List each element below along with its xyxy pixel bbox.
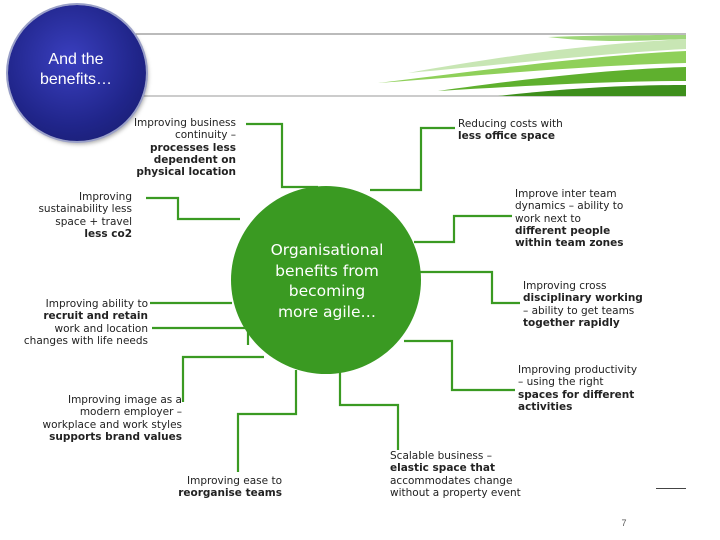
benefit-line: dynamics – ability to xyxy=(515,200,624,213)
footer-rule xyxy=(656,488,686,489)
benefit-productivity: Improving productivity – using the right… xyxy=(518,364,642,413)
connector-scalable xyxy=(338,372,400,450)
connector-business-continuity xyxy=(246,122,318,189)
benefit-line: Improving ability to xyxy=(45,298,148,310)
center-label: Organisational benefits from becoming mo… xyxy=(252,240,402,322)
benefit-cross-disciplinary: Improving cross disciplinary working – a… xyxy=(523,280,649,329)
benefit-line: Scalable business – xyxy=(390,450,492,462)
center-line: Organisational xyxy=(270,241,384,259)
benefit-line: sustainability less xyxy=(38,203,132,216)
benefit-line: space + travel xyxy=(55,215,132,228)
benefit-scalable-business: Scalable business – elastic space that a… xyxy=(390,450,524,499)
benefit-line: less office space xyxy=(458,130,555,143)
slide-title-line: And the xyxy=(48,51,104,68)
title-badge xyxy=(8,5,146,141)
benefit-line: continuity – xyxy=(174,129,236,142)
benefit-line: without a property event xyxy=(390,486,521,499)
connector-costs xyxy=(370,126,455,192)
benefit-line: Improving xyxy=(79,191,132,203)
connector-life-needs xyxy=(152,326,250,345)
connector-cross-disciplinary xyxy=(420,270,520,305)
benefit-line: Improving business xyxy=(133,117,236,129)
benefit-line: Improving productivity xyxy=(518,364,638,376)
benefit-line: processes less xyxy=(150,141,236,154)
benefit-line: Improve inter team xyxy=(515,188,617,200)
benefit-line: spaces for different xyxy=(518,388,635,401)
benefit-line: Improving ease to xyxy=(187,475,282,487)
benefit-line: activities xyxy=(518,400,573,413)
connector-sustainability xyxy=(146,196,240,221)
page-number: 7 xyxy=(621,518,627,528)
benefit-line: recruit and retain xyxy=(43,310,148,323)
benefit-line: – ability to get teams xyxy=(523,304,635,317)
connector-image xyxy=(181,355,264,402)
benefit-line: Reducing costs with xyxy=(458,118,563,130)
center-circle xyxy=(231,186,421,374)
benefit-line: supports brand values xyxy=(49,430,182,443)
benefit-line: reorganise teams xyxy=(178,487,282,500)
benefit-reducing-costs: Reducing costs with less office space xyxy=(458,118,570,143)
benefit-line: together rapidly xyxy=(523,316,620,329)
benefit-reorganise-teams: Improving ease to reorganise teams xyxy=(176,475,282,500)
benefit-line: changes with life needs xyxy=(23,334,148,347)
center-line: benefits from xyxy=(275,261,379,280)
benefit-line: modern employer – xyxy=(79,406,182,419)
benefit-inter-team: Improve inter team dynamics – ability to… xyxy=(515,188,633,249)
benefit-line: less co2 xyxy=(84,227,132,240)
connector-inter-team xyxy=(414,214,512,244)
benefit-business-continuity: Improving business continuity – processe… xyxy=(120,117,236,178)
benefit-line: – using the right xyxy=(518,376,604,389)
benefit-line: different people xyxy=(515,224,611,237)
benefit-line: accommodates change xyxy=(390,474,513,487)
benefit-line: workplace and work styles xyxy=(42,418,182,431)
benefit-recruit-retain: Improving ability to recruit and retain … xyxy=(20,298,148,347)
center-line: becoming xyxy=(288,282,366,300)
connector-reorganise xyxy=(236,370,298,472)
benefit-line: elastic space that xyxy=(390,462,496,475)
center-line: more agile… xyxy=(277,302,377,321)
benefit-line: physical location xyxy=(136,166,236,179)
slide-title-line: benefits… xyxy=(39,71,113,88)
benefit-modern-employer: Improving image as a modern employer – w… xyxy=(40,394,182,443)
benefit-sustainability: Improving sustainability less space + tr… xyxy=(34,191,132,240)
benefit-line: work and location xyxy=(54,322,148,335)
connector-productivity xyxy=(404,339,515,392)
benefit-line: disciplinary working xyxy=(523,292,643,305)
slide-title: And the benefits… xyxy=(20,50,132,90)
benefit-line: within team zones xyxy=(515,237,624,250)
benefit-line: Improving cross xyxy=(523,280,607,292)
header-swoosh xyxy=(78,33,686,97)
benefit-line: Improving image as a xyxy=(67,394,182,406)
benefit-line: work next to xyxy=(515,212,581,225)
benefit-line: dependent on xyxy=(153,153,236,166)
